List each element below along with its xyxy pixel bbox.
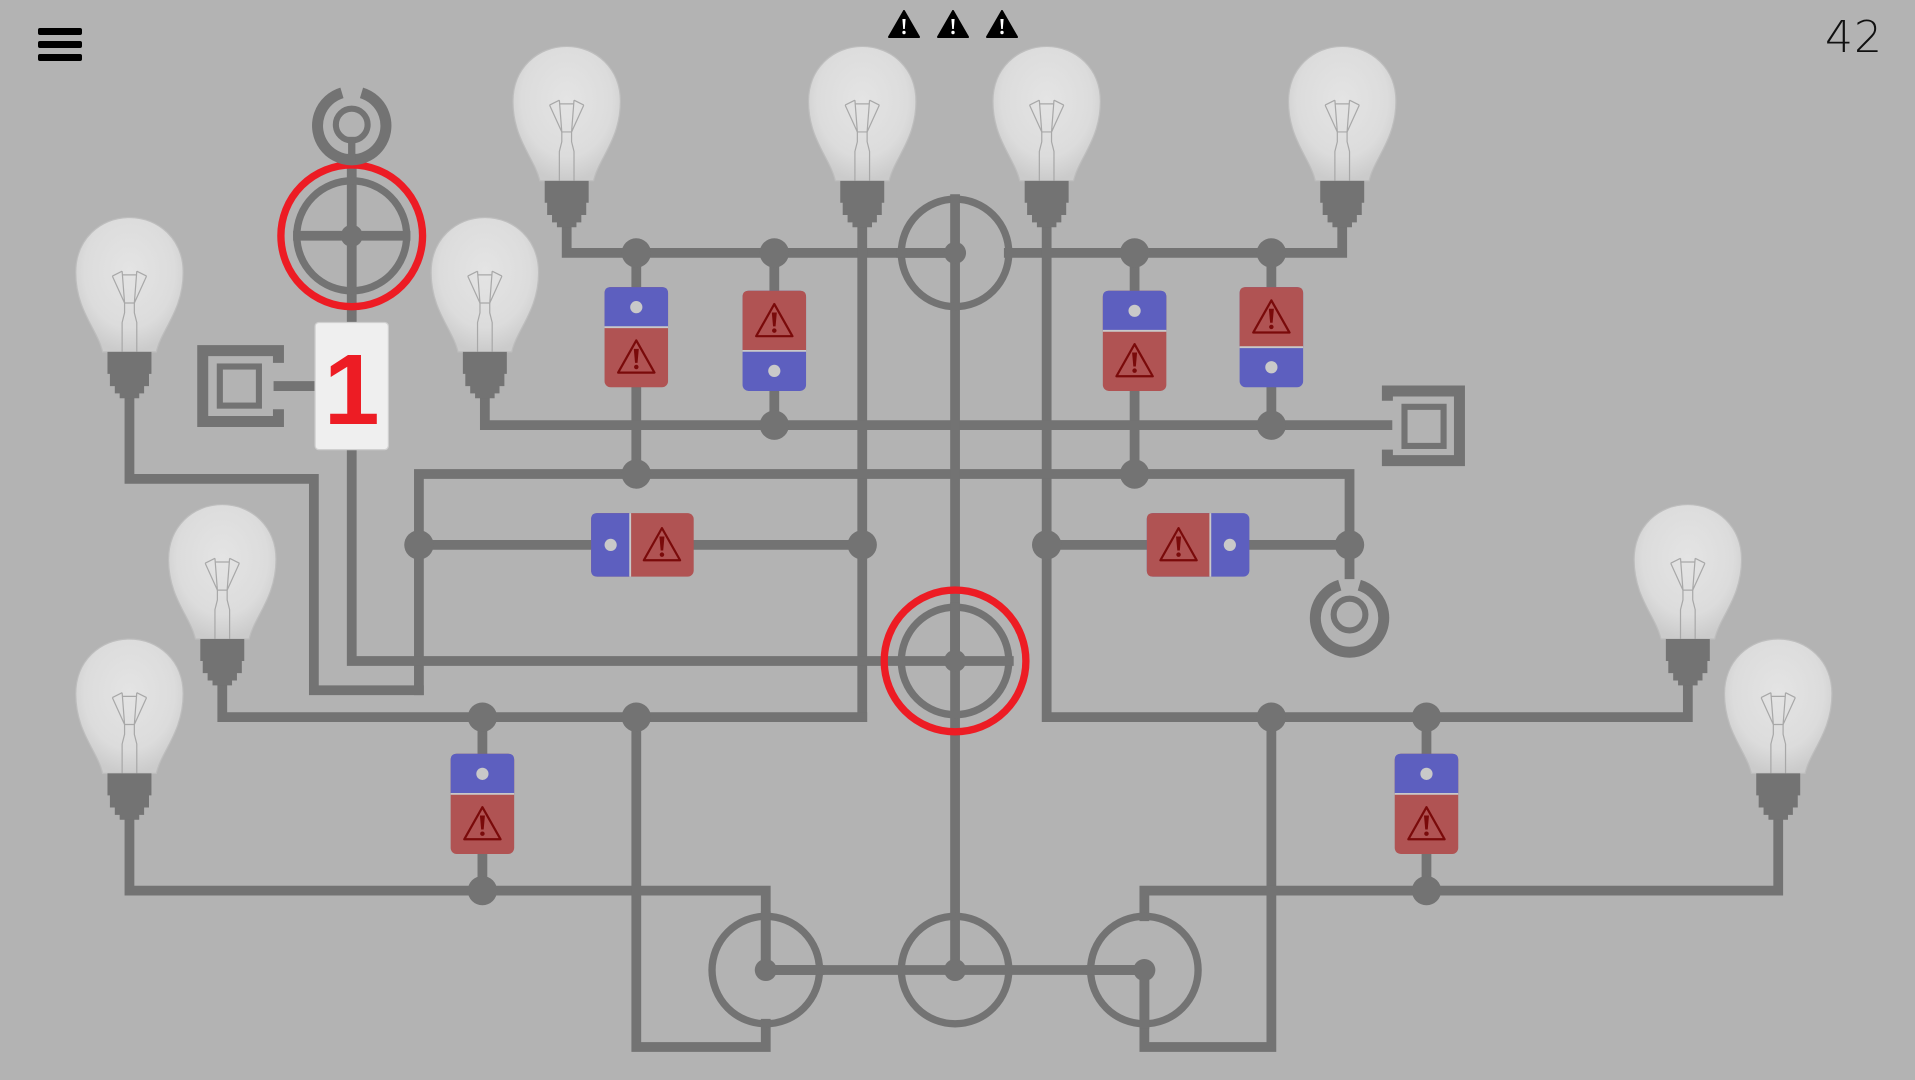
bulb-icon [512, 45, 622, 228]
hamburger-menu-icon [38, 28, 82, 35]
battery[interactable] [591, 513, 694, 577]
battery[interactable] [1394, 753, 1459, 854]
positive-terminal-dot [1223, 538, 1236, 551]
square-terminal [197, 345, 284, 427]
battery[interactable] [1102, 290, 1167, 391]
battery[interactable] [604, 287, 669, 388]
warning-triangle-icon [937, 10, 969, 38]
bulb-icon [1287, 45, 1397, 228]
positive-terminal-dot [1265, 361, 1278, 374]
positive-terminal-dot [768, 364, 781, 378]
rotary-switch[interactable] [1085, 912, 1202, 1029]
warning-triangle-icon [888, 10, 920, 38]
square-terminal [1381, 385, 1465, 467]
counter-block[interactable]: 1 [314, 321, 389, 451]
round-terminal [312, 87, 392, 166]
bulb-icon [807, 45, 917, 228]
rotary-switch[interactable] [880, 586, 1030, 736]
positive-terminal-dot [604, 538, 617, 551]
warnings-indicator [888, 10, 1018, 38]
battery[interactable] [450, 753, 515, 854]
junction-nodes [404, 238, 1442, 906]
bulb-icon [430, 216, 540, 399]
round-terminal [1309, 579, 1390, 658]
positive-terminal-dot [476, 767, 489, 780]
menu-button[interactable] [36, 26, 84, 62]
bulb-icon [1633, 503, 1743, 686]
battery[interactable] [1239, 287, 1304, 388]
warning-triangle-icon [986, 10, 1018, 38]
bulb-icon [1723, 638, 1833, 821]
positive-terminal-dot [630, 301, 643, 314]
positive-terminal-dot [1128, 304, 1141, 317]
counter-value: 1 [324, 334, 380, 446]
batteries [450, 287, 1459, 854]
rotary-switch[interactable] [708, 911, 825, 1028]
bulb-icon [75, 638, 184, 821]
rotary-switch[interactable] [896, 194, 1013, 311]
bulb-icon [992, 45, 1102, 228]
battery[interactable] [1146, 513, 1250, 577]
level-number: 42 [1825, 12, 1883, 63]
bulb-icon [167, 503, 277, 686]
battery[interactable] [742, 290, 807, 391]
rotary-switch[interactable] [897, 912, 1013, 1028]
selection-ring [880, 586, 1030, 736]
bulb-icon [75, 216, 184, 399]
positive-terminal-dot [1420, 767, 1433, 780]
